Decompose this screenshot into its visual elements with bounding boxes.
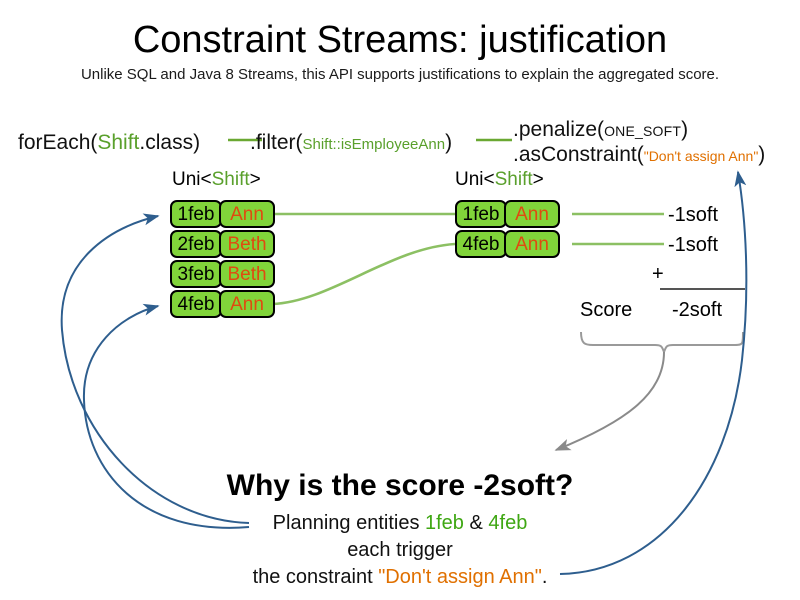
code-penalize-tail: ) [681, 118, 689, 141]
explanation-question: Why is the score -2soft? [226, 469, 574, 502]
code-as-constraint-call: .asConstraint( [513, 143, 644, 166]
stream-label-left-suffix: > [249, 169, 261, 190]
score-sum-operator: + [652, 263, 664, 285]
stream-label-right-type: Shift [494, 169, 533, 190]
explanation-line-3-pre: the constraint [252, 566, 379, 588]
score-explain-arrow [554, 351, 665, 451]
explanation-line-3: the constraint "Don't assign Ann". [0, 565, 800, 590]
code-penalize-call: .penalize( [513, 118, 605, 141]
fact-employee: Ann [504, 200, 560, 228]
fact-date: 1feb [455, 200, 507, 228]
explanation-line-1-amp: & [463, 512, 489, 534]
score-total: -2soft [672, 299, 723, 321]
fact-employee: Ann [219, 290, 275, 318]
fact-row[interactable]: 3feb Beth [170, 260, 275, 288]
fact-date: 4feb [170, 290, 222, 318]
score-impact-2: -1soft [668, 234, 719, 256]
explanation-entity-b: 4feb [488, 512, 528, 534]
score-impact-1: -1soft [668, 204, 719, 226]
score-brace [580, 331, 744, 355]
connector-4feb [271, 242, 456, 306]
code-penalize-constant: ONE_SOFT [604, 123, 682, 139]
stream-label-left: Uni<Shift> [172, 168, 261, 192]
code-filter-call: .filter( [250, 131, 303, 154]
code-as-constraint-string: "Don't assign Ann" [643, 148, 759, 164]
code-as-constraint-tail: ) [758, 143, 766, 166]
fact-row[interactable]: 4feb Ann [455, 230, 560, 258]
explanation-constraint-name: "Don't assign Ann" [378, 566, 542, 588]
code-as-constraint: .asConstraint("Don't assign Ann") [513, 142, 765, 169]
code-penalize: .penalize(ONE_SOFT) [513, 117, 688, 144]
fact-date: 4feb [455, 230, 507, 258]
code-filter: .filter(Shift::isEmployeeAnn) [250, 130, 452, 158]
code-foreach-type: Shift [97, 131, 140, 154]
explanation-line-3-post: . [541, 566, 548, 588]
stream-label-right-suffix: > [532, 169, 544, 190]
explanation-entity-a: 1feb [425, 512, 464, 534]
fact-row[interactable]: 2feb Beth [170, 230, 275, 258]
fact-employee: Ann [504, 230, 560, 258]
fact-row[interactable]: 1feb Ann [170, 200, 275, 228]
stream-label-right: Uni<Shift> [455, 168, 544, 192]
page-title: Constraint Streams: justification [132, 19, 668, 61]
page-subtitle: Unlike SQL and Java 8 Streams, this API … [80, 66, 720, 83]
fact-date: 2feb [170, 230, 222, 258]
stream-label-left-type: Shift [211, 169, 250, 190]
score-sum-rule [660, 288, 745, 290]
explanation-line-1: Planning entities 1feb & 4feb [0, 511, 800, 536]
fact-employee: Beth [219, 260, 275, 288]
code-filter-method-ref: Shift::isEmployeeAnn [302, 136, 446, 153]
fact-date: 3feb [170, 260, 222, 288]
fact-row[interactable]: 1feb Ann [455, 200, 560, 228]
score-label: Score [580, 299, 633, 321]
explanation-line-1-pre: Planning entities [272, 512, 425, 534]
fact-row[interactable]: 4feb Ann [170, 290, 275, 318]
stream-label-right-prefix: Uni< [455, 169, 495, 190]
explanation-line-2: each trigger [347, 539, 453, 561]
fact-employee: Beth [219, 230, 275, 258]
fact-employee: Ann [219, 200, 275, 228]
fact-date: 1feb [170, 200, 222, 228]
code-foreach-tail: .class) [139, 131, 201, 154]
code-filter-tail: ) [445, 131, 453, 154]
code-foreach: forEach(Shift.class) [18, 130, 200, 156]
code-foreach-call: forEach( [18, 131, 98, 154]
stream-label-left-prefix: Uni< [172, 169, 212, 190]
